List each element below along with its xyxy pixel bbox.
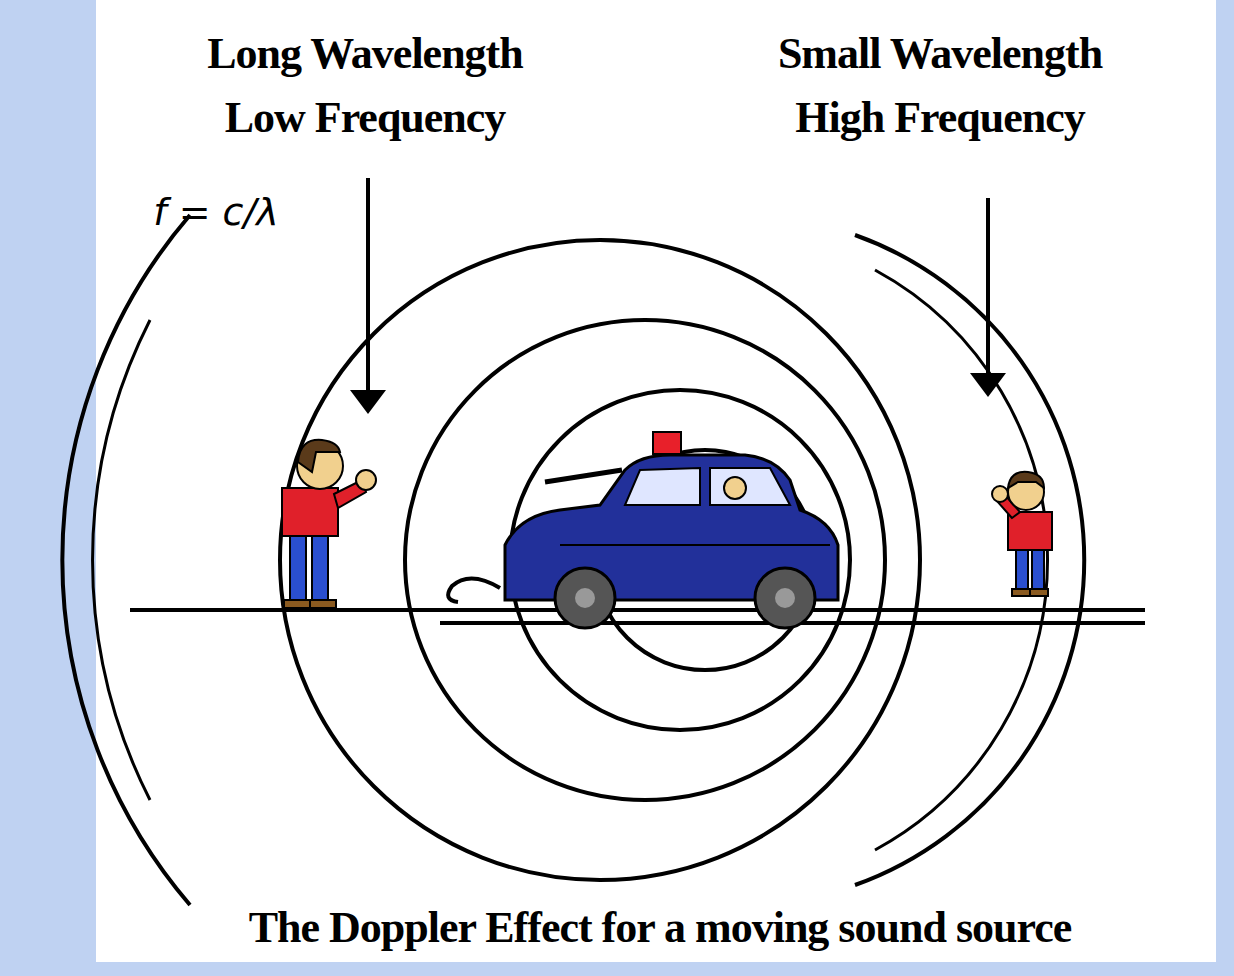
driver-head [724,477,746,499]
shirt [1008,512,1052,550]
formula-label: f = c/λ [153,190,279,234]
car-wheel [555,568,615,628]
leg [1032,548,1044,592]
pointer-arrow [986,198,990,378]
leg [1016,548,1028,592]
hair [298,440,340,472]
car-antenna [545,470,622,482]
callout-heading: Low Frequency [225,92,506,143]
arrow-head [970,373,1006,397]
siren-light [653,432,681,454]
callout-heading: Small Wavelength [778,28,1102,79]
wavefront-arc [855,235,1084,885]
pointer-arrows [350,178,1006,414]
shoe [310,600,336,608]
arrow-head [350,390,386,414]
police-car [448,432,838,628]
leg [312,532,328,604]
ground-line [130,608,1145,612]
car-wheel [755,568,815,628]
shoe [1030,589,1048,596]
wavefronts [62,215,1084,905]
hand [992,486,1008,502]
exhaust-puff [448,578,500,602]
diagram-caption: The Doppler Effect for a moving sound so… [249,902,1072,953]
car-window [625,468,700,505]
listener-right [992,472,1052,596]
car-trim [560,544,830,546]
callout-heading: High Frequency [795,92,1085,143]
white-panel [96,0,1216,962]
wavefront-arc [62,215,190,905]
car-window [710,468,790,505]
wavefront-circle [405,320,885,800]
callout-heading: Long Wavelength [207,28,522,79]
shoe [284,600,310,608]
ground [130,610,1145,623]
shirt [282,488,338,536]
wavefront-arc [875,270,1048,850]
wavefront-arc [93,320,150,800]
hair [1008,472,1044,488]
hubcap [775,588,795,608]
shoe [1012,589,1030,596]
wavefront-circle [280,240,920,880]
listener-left [282,440,376,608]
leg [290,532,306,604]
hand [356,470,376,490]
pointer-arrow [366,178,370,395]
hubcap [575,588,595,608]
